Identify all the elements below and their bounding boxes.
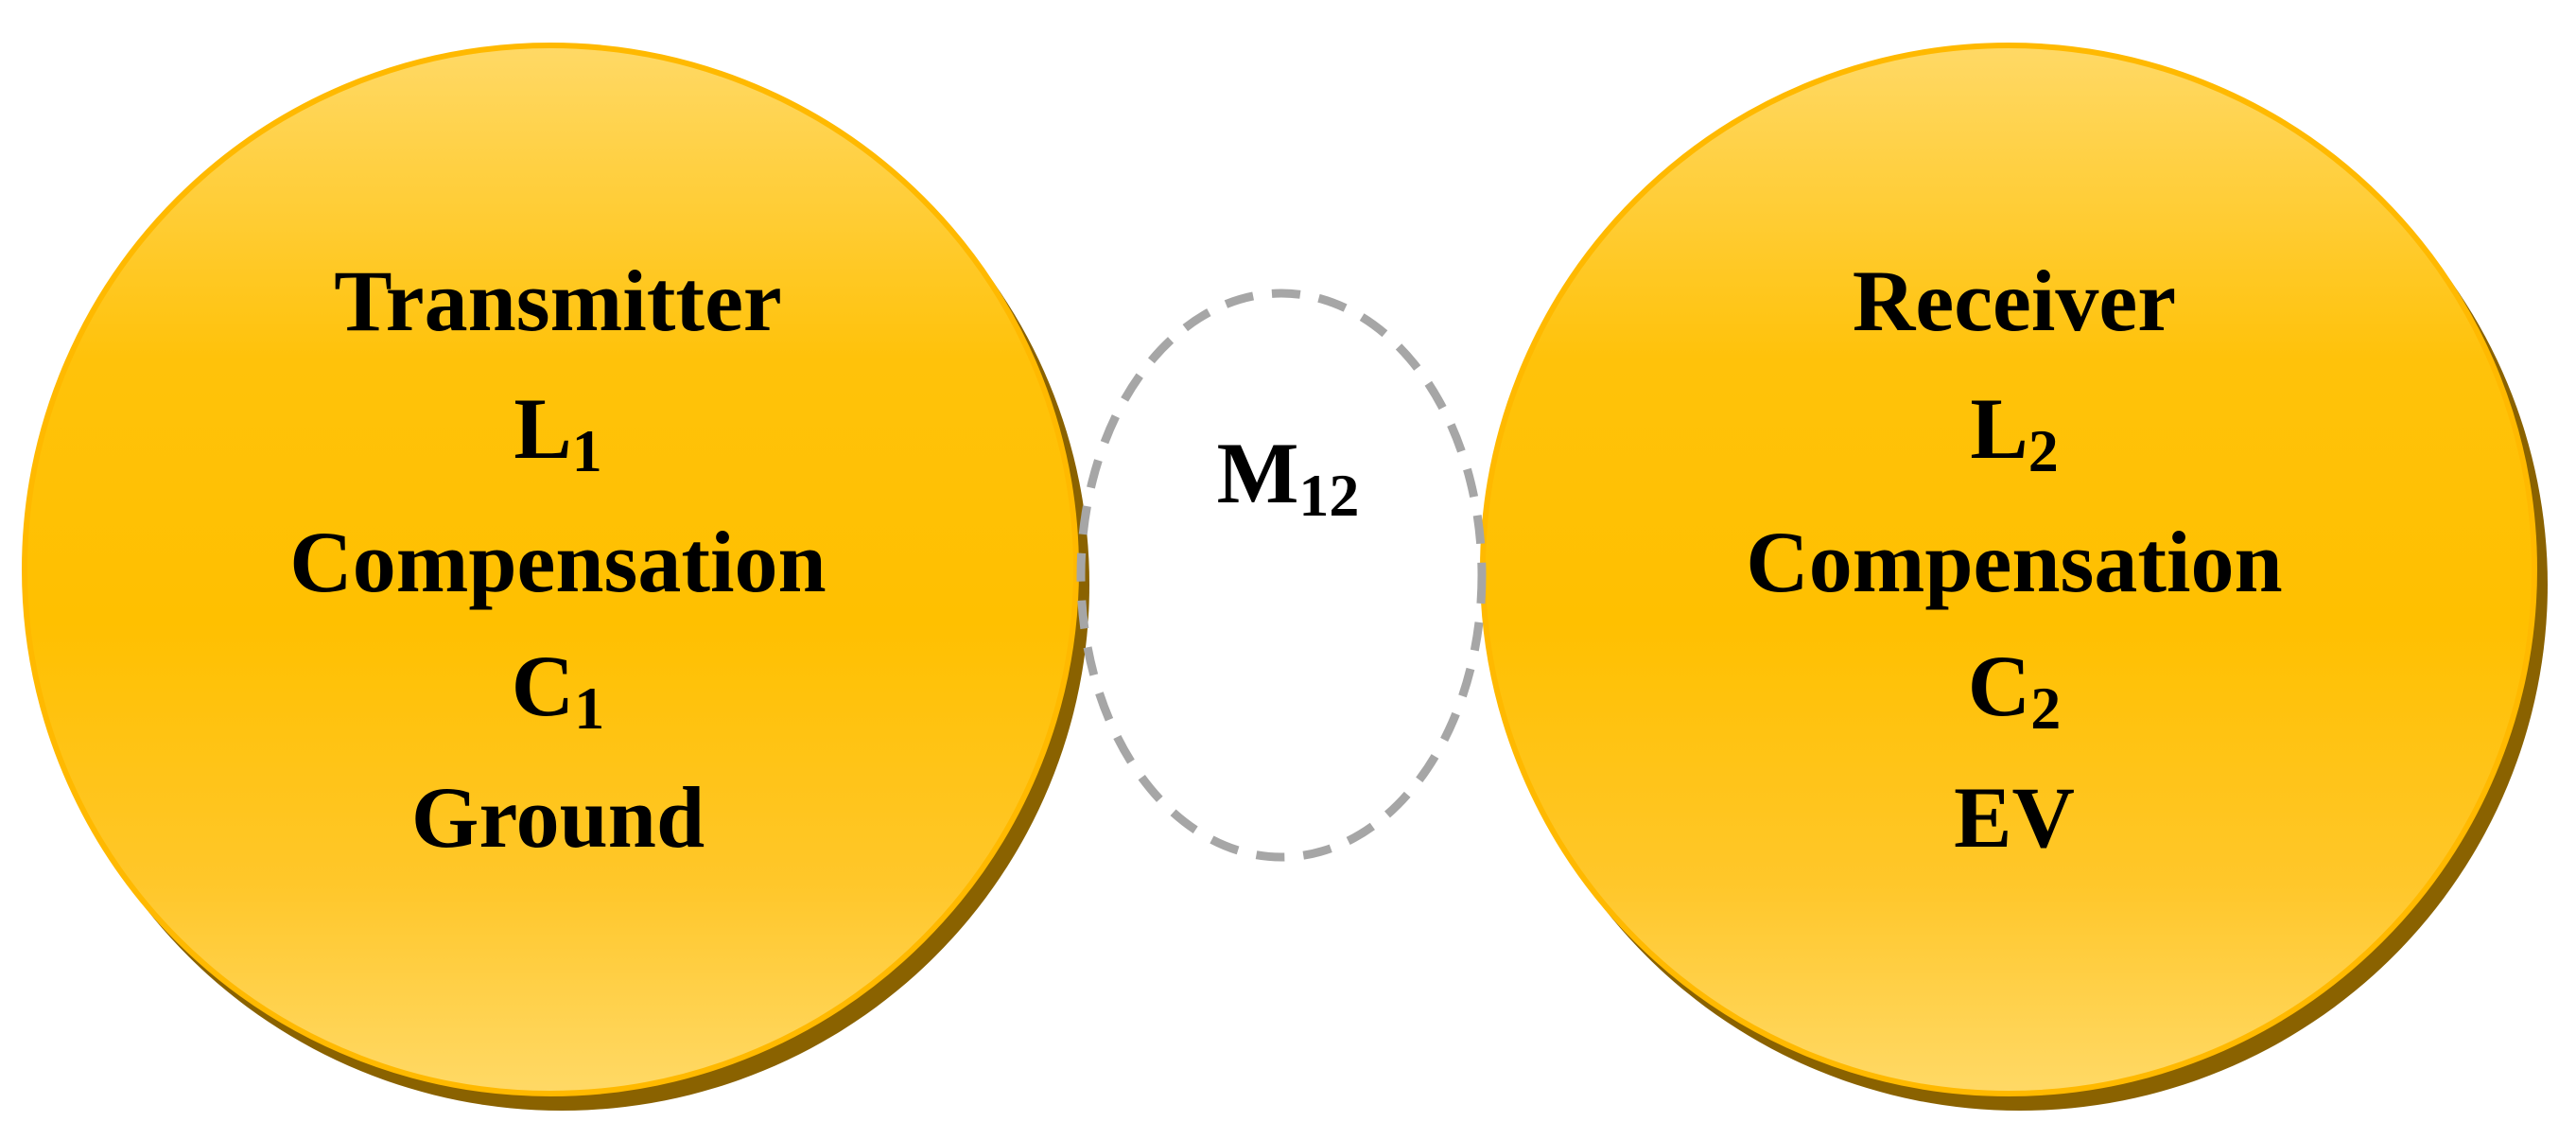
receiver-inductor-subscript: 2 (2028, 417, 2059, 485)
mutual-inductance-symbol: M (1216, 424, 1299, 521)
transmitter-inductor-subscript: 1 (571, 417, 602, 485)
transmitter-circle (22, 43, 1089, 1111)
transmitter-title: Transmitter (334, 253, 782, 349)
receiver-title: Receiver (1852, 253, 2177, 349)
receiver-capacitor-label: C2 (1968, 642, 2061, 739)
transmitter-capacitor-symbol: C (511, 637, 575, 734)
transmitter-capacitor-subscript: 1 (574, 675, 605, 743)
transmitter-inductor-label: L1 (513, 385, 601, 482)
transmitter-compensation: Compensation (289, 514, 827, 610)
receiver-inductor-label: L2 (1970, 385, 2058, 482)
transmitter-inductor-symbol: L (513, 379, 572, 477)
mutual-inductance-label: M12 (1217, 429, 1360, 526)
receiver-location: EV (1954, 769, 2075, 866)
mutual-coupling-ellipse (1076, 289, 1487, 862)
transmitter-location: Ground (410, 769, 705, 866)
receiver-capacitor-symbol: C (1967, 637, 2031, 734)
receiver-inductor-symbol: L (1970, 379, 2028, 477)
mutual-inductance-subscript: 12 (1298, 462, 1360, 530)
receiver-capacitor-subscript: 2 (2030, 675, 2062, 743)
receiver-circle (1480, 43, 2548, 1111)
receiver-compensation: Compensation (1746, 514, 2283, 610)
transmitter-capacitor-label: C1 (512, 642, 604, 739)
